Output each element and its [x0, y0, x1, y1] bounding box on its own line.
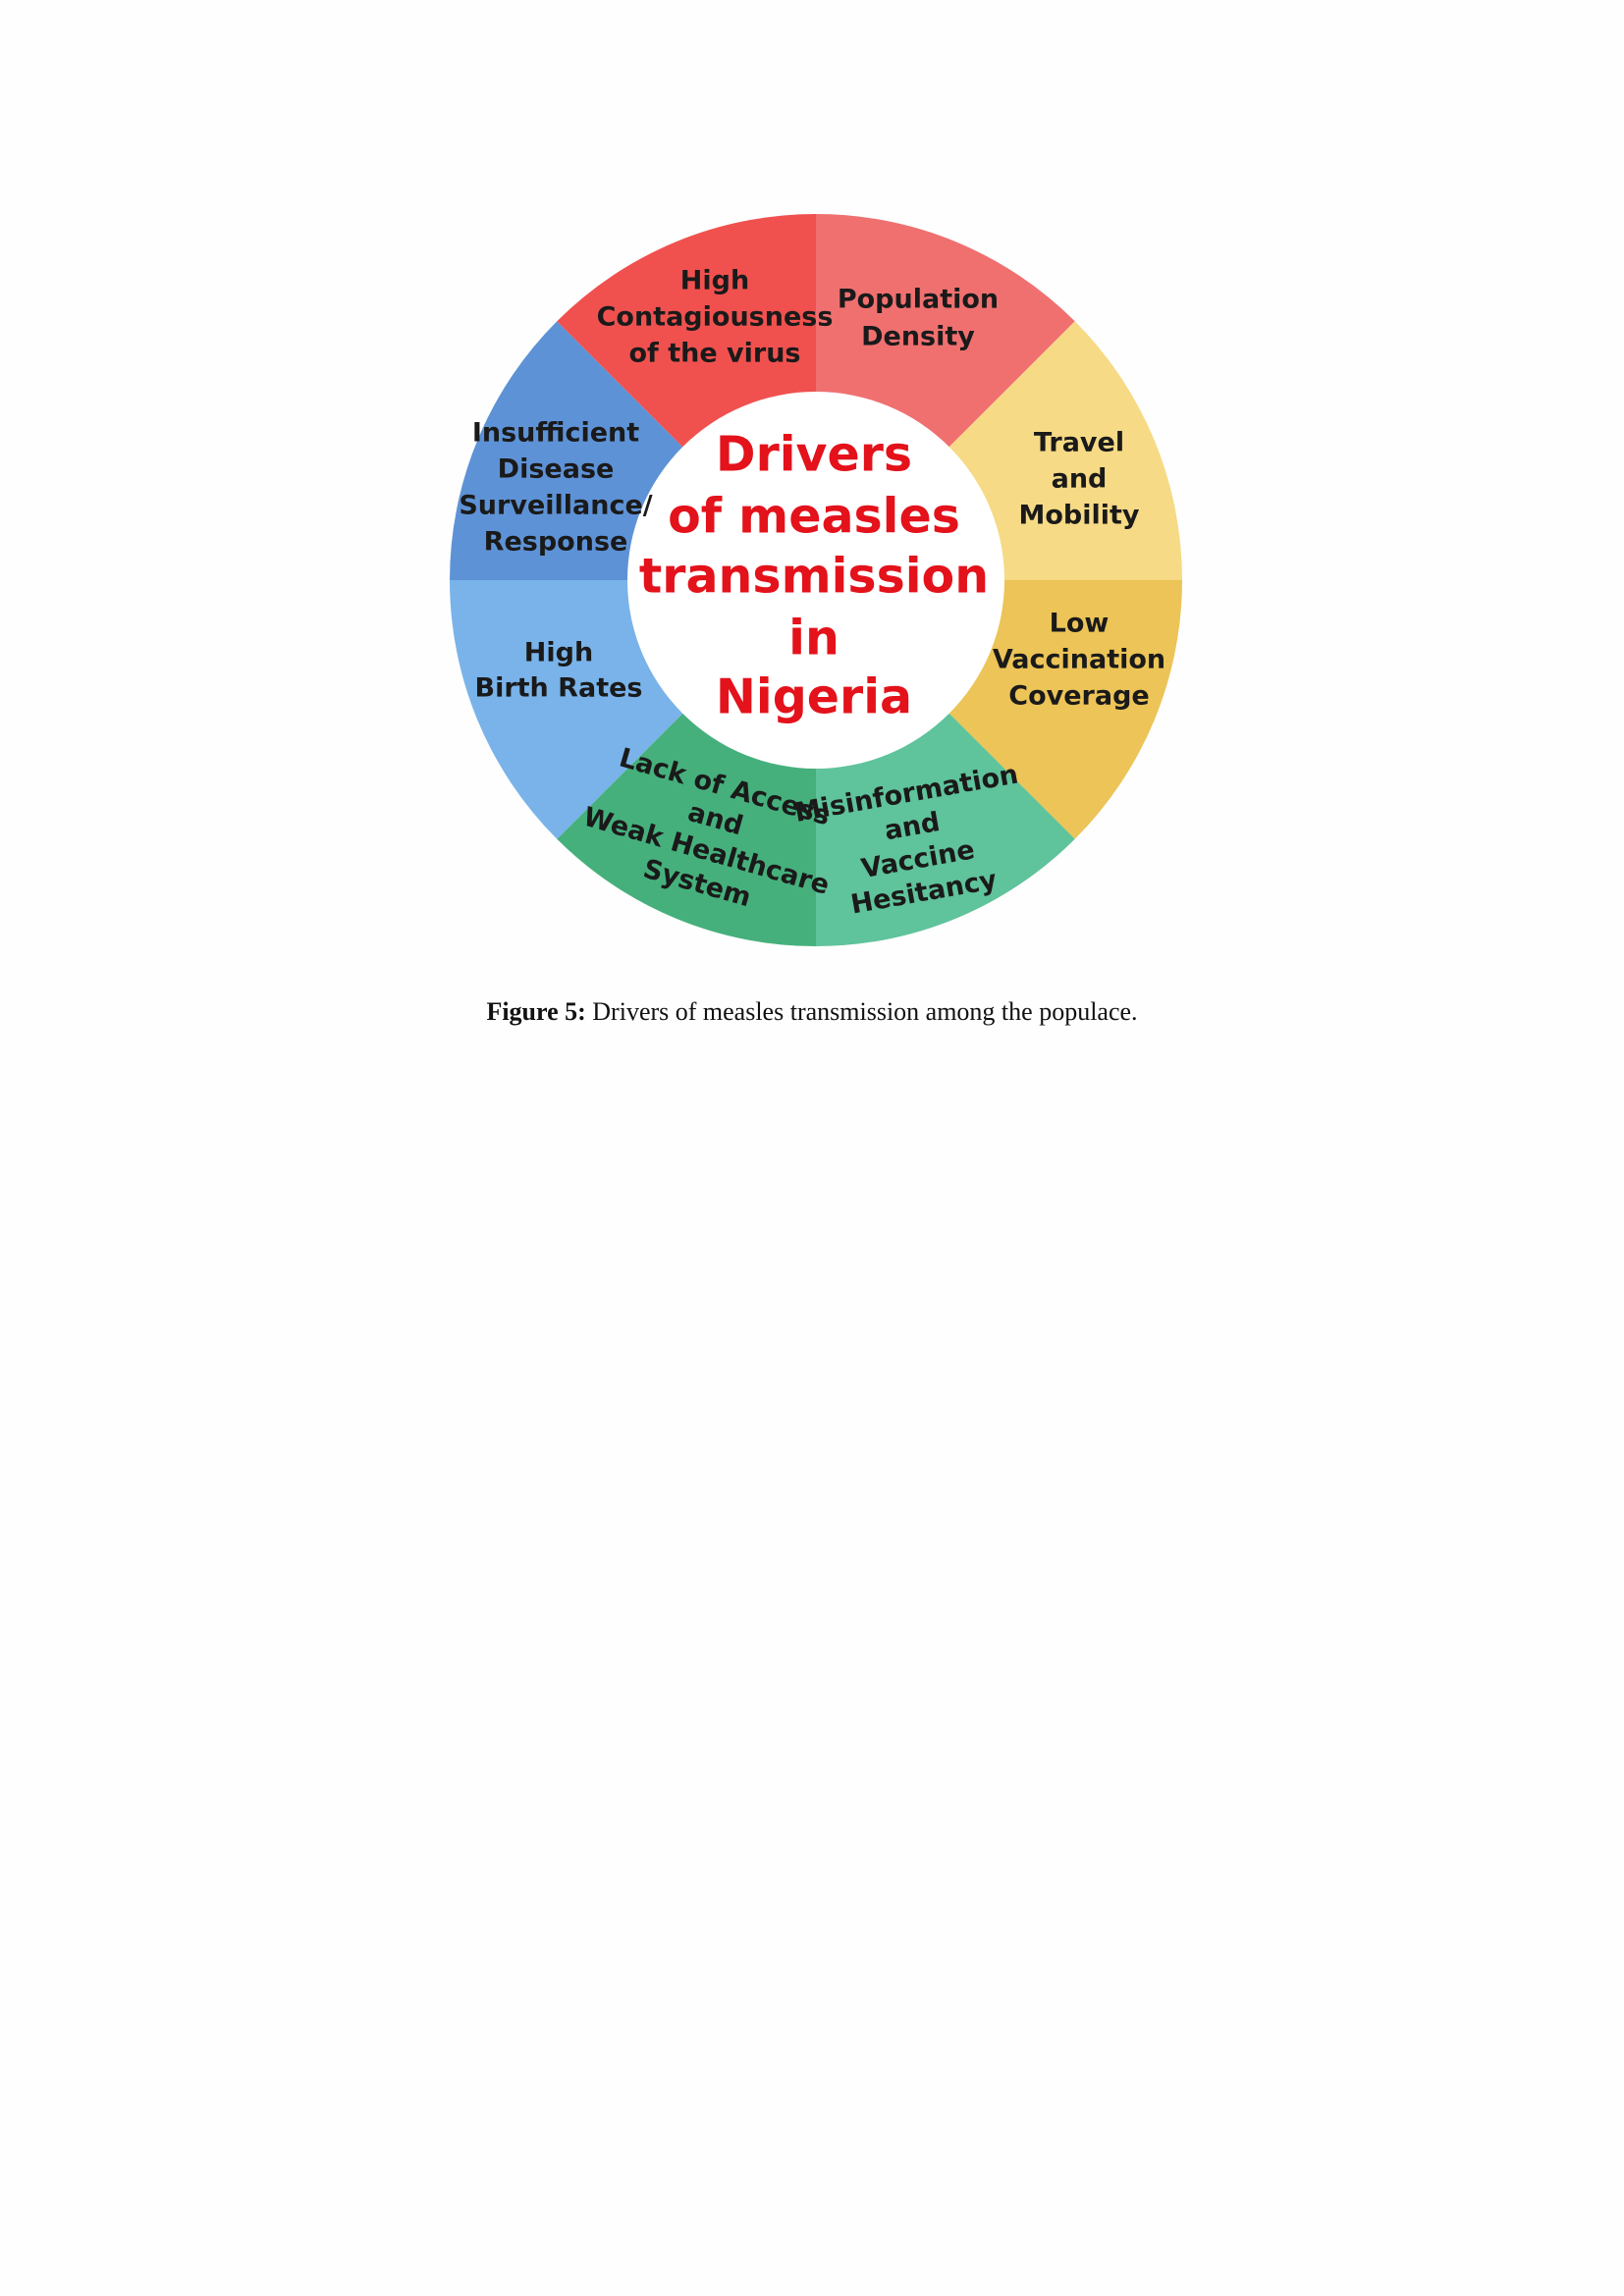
segment-label-line: and: [1052, 464, 1108, 495]
caption-text: Drivers of measles transmission among th…: [585, 997, 1138, 1026]
segment-label-line: Contagiousness: [597, 302, 834, 333]
segment-label-line: Surveillance/: [459, 491, 652, 521]
segment-label-line: of the virus: [629, 339, 801, 369]
segment-label-line: Response: [484, 527, 628, 558]
segment-misinformation-and-vaccine-hesitancy: [816, 710, 1075, 946]
center-title-line: in: [788, 611, 839, 667]
center-title-line: of measles: [668, 489, 960, 545]
segment-high-contagiousness-of-the-virus: [557, 214, 816, 451]
segment-label-line: Insufficient: [472, 418, 639, 449]
segment-lack-of-access-and-weak-healthcare-system: [557, 710, 816, 947]
center-title-line: Drivers: [716, 427, 912, 483]
center-title-line: Nigeria: [716, 669, 912, 725]
figure-label: Figure 5:: [486, 997, 586, 1026]
segment-label-line: Density: [861, 322, 975, 352]
segment-label-line: Coverage: [1008, 681, 1149, 712]
segment-low-vaccination-coverage: [946, 580, 1182, 839]
center-circle: [627, 392, 1004, 769]
segment-label-line: Population: [838, 285, 999, 315]
segment-label-line: Travel: [1034, 428, 1124, 458]
segment-label-line: Mobility: [1018, 501, 1139, 531]
segment-label-line: Vaccination: [993, 645, 1165, 675]
segment-population-density: [816, 214, 1075, 451]
figure-caption: Figure 5: Drivers of measles transmissio…: [0, 997, 1624, 1027]
segment-high-birth-rates: [450, 580, 686, 839]
segment-label-line: High: [524, 638, 593, 668]
segment-insufficient-disease-surveillance-response: [450, 321, 686, 580]
segment-label-line: Birth Rates: [475, 673, 643, 704]
segment-label-line: Low: [1050, 609, 1110, 639]
segment-label-line: High: [680, 266, 749, 296]
center-title-line: transmission: [639, 549, 989, 605]
segment-label-line: Disease: [498, 454, 615, 485]
segment-travel-and-mobility: [946, 321, 1182, 580]
